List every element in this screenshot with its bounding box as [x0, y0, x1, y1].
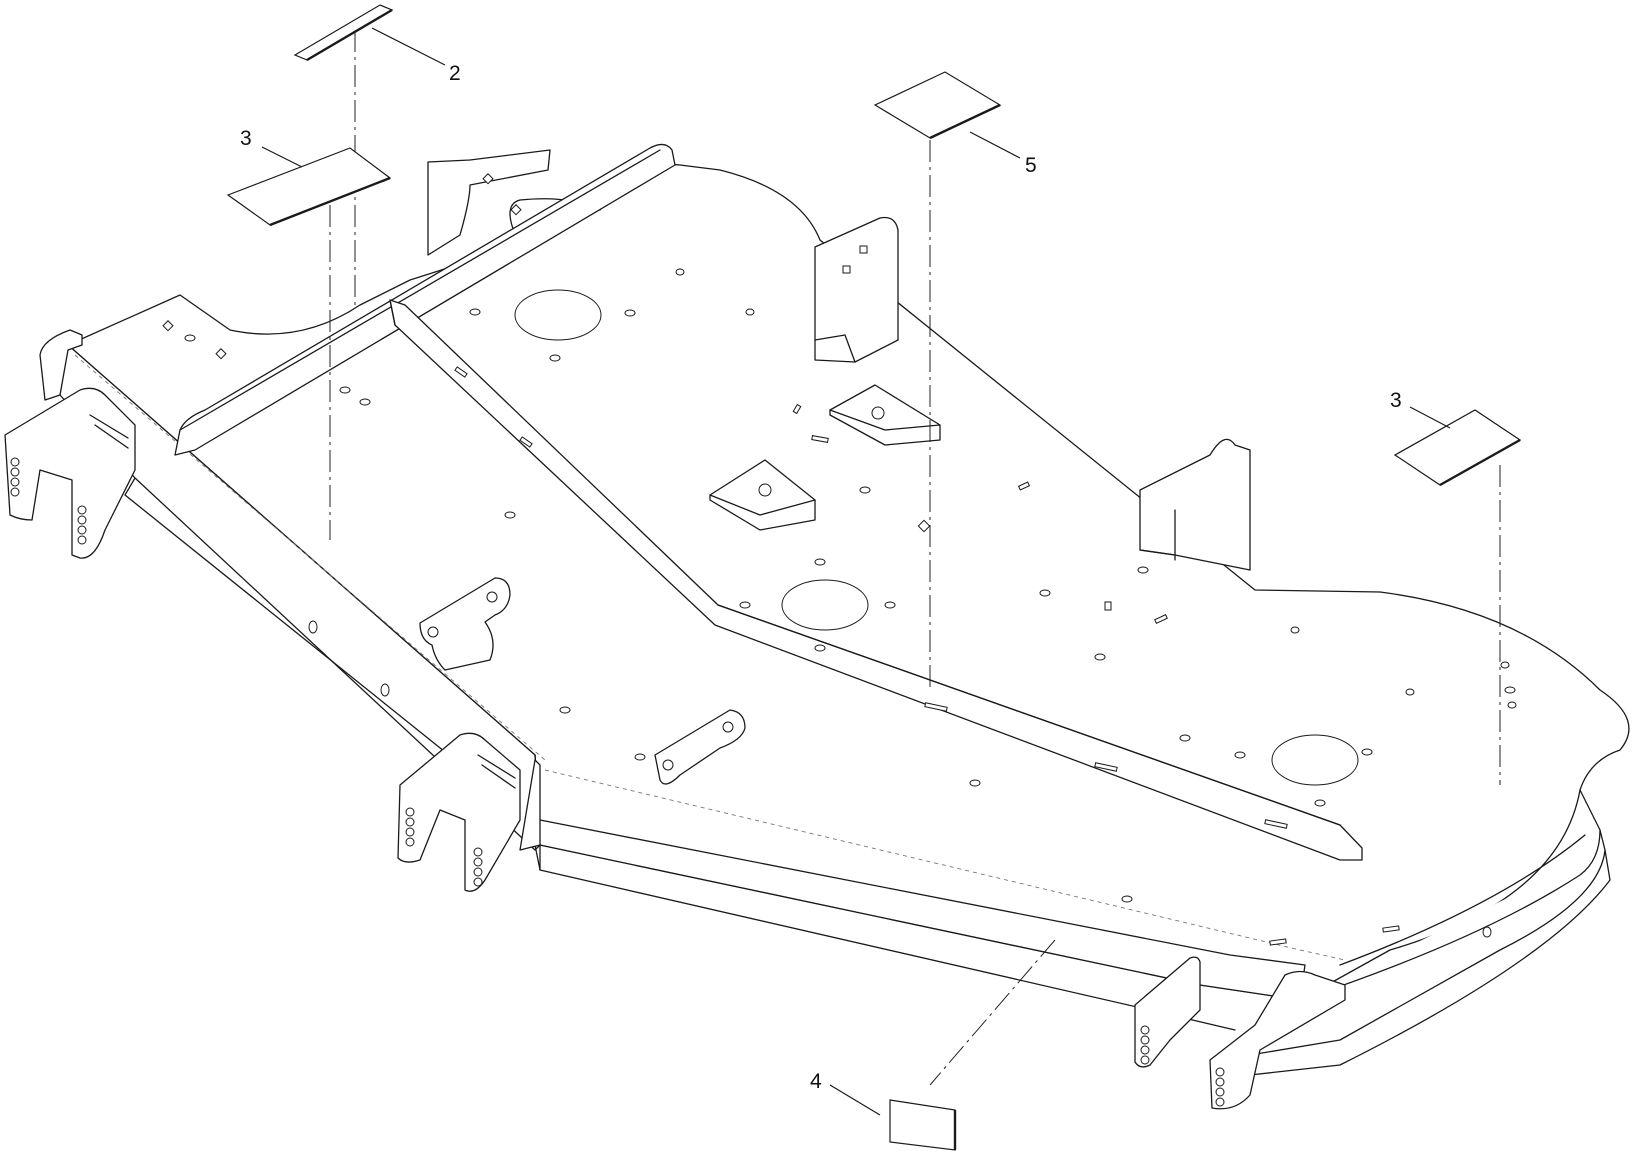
callout-3-left: 3 — [240, 127, 252, 150]
callout-leaders — [261, 27, 1451, 1116]
mower-deck-shell — [59, 143, 1630, 1076]
deck-tab-right — [654, 709, 746, 785]
deck-slots — [162, 173, 1400, 946]
decal-5-square — [873, 71, 1002, 140]
decal-4-small — [889, 1099, 957, 1151]
rear-right-hanger-bracket-b — [1209, 970, 1346, 1110]
decal-3-left — [226, 147, 392, 227]
rear-right-hanger-bracket-a — [1134, 956, 1201, 1068]
decal-2-strip — [293, 4, 394, 62]
callout-3-right: 3 — [1390, 389, 1402, 412]
callout-4: 4 — [810, 1070, 822, 1093]
callout-2: 2 — [449, 62, 461, 85]
callout-5: 5 — [1025, 154, 1037, 177]
deck-mount-plate-a — [709, 459, 816, 531]
front-center-hanger-bracket — [397, 732, 541, 892]
callout-numbers: 2 3 3 4 5 — [240, 62, 1402, 1093]
decal-3-right — [1393, 409, 1522, 487]
front-left-hanger-bracket — [4, 329, 136, 559]
deck-mount-plate-b — [829, 384, 941, 446]
deck-tab-left — [419, 577, 511, 671]
deck-holes — [184, 268, 1517, 938]
